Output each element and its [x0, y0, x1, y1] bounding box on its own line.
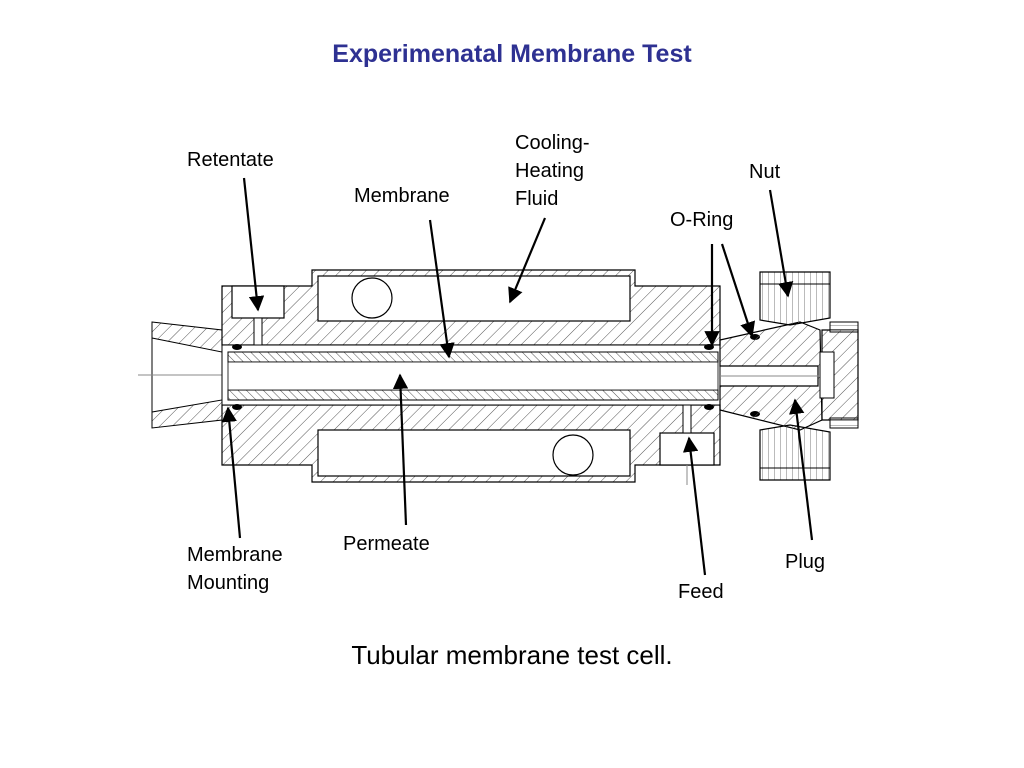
arrow-membrane-mounting [221, 406, 242, 539]
plug [719, 321, 859, 431]
leader-arrows [221, 177, 814, 576]
arrow-o-ring-2 [720, 243, 756, 338]
label-plug: Plug [785, 551, 826, 573]
slide-title: Experimenatal Membrane Test [332, 40, 692, 68]
arrow-cooling-fluid [508, 217, 547, 304]
label-cooling-line1: Cooling- [515, 132, 590, 154]
arrow-nut [768, 189, 794, 298]
figure-caption: Tubular membrane test cell. [351, 640, 673, 670]
label-permeate: Permeate [343, 533, 430, 555]
arrow-retentate [242, 177, 265, 312]
label-nut: Nut [749, 161, 781, 183]
label-cooling-line3: Fluid [515, 188, 559, 210]
label-mounting-line2: Mounting [187, 572, 270, 594]
label-cooling-heating-fluid: Cooling- Heating Fluid [515, 129, 589, 213]
label-retentate: Retentate [187, 149, 274, 171]
label-cooling-line2: Heating [515, 160, 584, 182]
inlet-cone [138, 321, 223, 429]
label-mounting-line1: Membrane [187, 544, 283, 566]
nut [759, 271, 859, 481]
label-o-ring: O-Ring [670, 209, 734, 231]
arrow-permeate [392, 373, 409, 526]
label-feed: Feed [678, 581, 724, 603]
label-membrane: Membrane [354, 185, 450, 207]
label-membrane-mounting: Membrane Mounting [187, 541, 283, 597]
arrow-plug [789, 398, 814, 541]
arrow-membrane [428, 219, 455, 359]
arrow-feed [682, 436, 707, 576]
tubular-membrane [227, 351, 719, 401]
fluid-jacket-upper [317, 275, 631, 322]
fluid-jacket-lower [317, 429, 631, 477]
